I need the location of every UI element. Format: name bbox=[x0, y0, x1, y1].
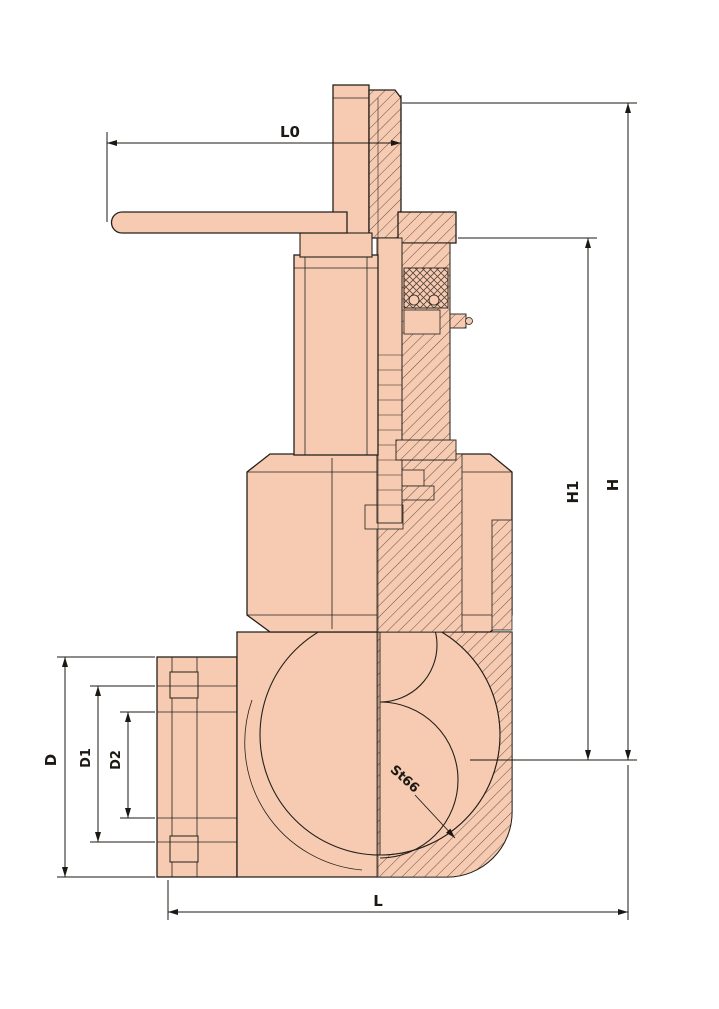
handle-hub bbox=[299, 232, 373, 258]
grease-fitting-tip bbox=[465, 317, 473, 325]
handle-lever bbox=[110, 211, 348, 234]
dim-L0: L0 bbox=[106, 95, 402, 222]
bearing-ball-left bbox=[408, 294, 420, 306]
dim-L: L bbox=[167, 765, 629, 920]
bonnet-neck bbox=[293, 254, 379, 456]
dim-label-H: H bbox=[604, 479, 622, 492]
bolt-slot-bottom bbox=[169, 835, 199, 863]
bonnet-hex bbox=[246, 453, 513, 633]
bolt-slot-top bbox=[169, 671, 199, 699]
gate-lower-lobe bbox=[379, 701, 459, 859]
grease-fitting bbox=[449, 313, 467, 329]
bonnet-thread-band bbox=[491, 519, 513, 631]
gland-flange bbox=[397, 211, 457, 244]
body-contour-arc bbox=[244, 699, 363, 871]
stem-threaded bbox=[376, 237, 403, 524]
dim-label-H1: H1 bbox=[564, 481, 582, 504]
dim-label-L: L bbox=[373, 892, 383, 910]
stem-thread-lines bbox=[377, 354, 402, 506]
dim-H1: H1 bbox=[458, 237, 597, 760]
packing-flange bbox=[395, 439, 457, 461]
bearing-ball-right bbox=[428, 294, 440, 306]
valve-drawing bbox=[110, 84, 513, 878]
dim-H: H bbox=[402, 102, 637, 761]
valve-body bbox=[236, 587, 513, 878]
dim-D1: D1 bbox=[79, 685, 155, 843]
yoke-plate bbox=[368, 89, 402, 239]
dim-label-D2: D2 bbox=[109, 750, 124, 770]
dim-D2: D2 bbox=[109, 711, 155, 819]
dim-label-D1: D1 bbox=[79, 748, 94, 768]
bearing-race bbox=[403, 309, 441, 335]
upper-works bbox=[110, 84, 473, 877]
dim-label-L0: L0 bbox=[280, 123, 300, 141]
dim-label-D: D bbox=[42, 754, 60, 766]
dim-D: D bbox=[42, 656, 155, 878]
